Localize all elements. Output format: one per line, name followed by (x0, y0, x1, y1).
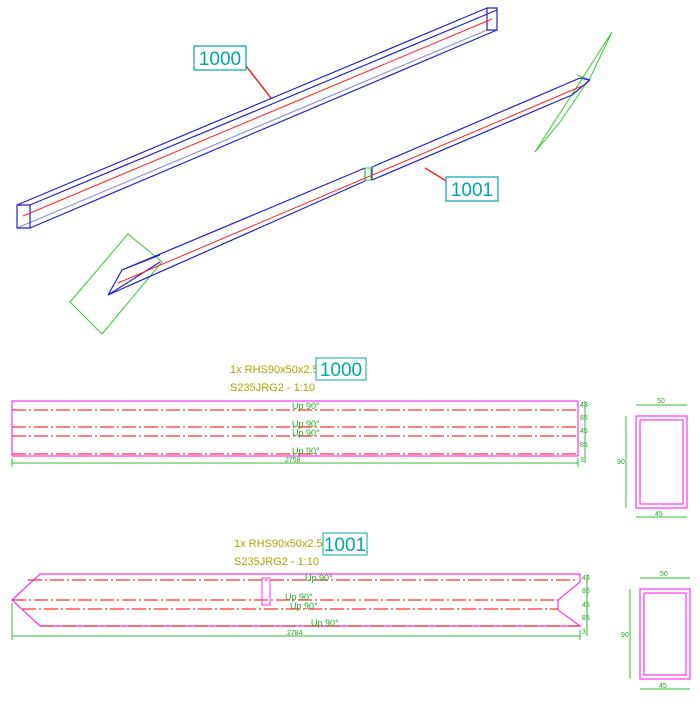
section-1001-dims (629, 577, 690, 690)
section-1000-dims (625, 404, 687, 518)
section-inner: 45 (659, 683, 667, 690)
part-1001-mark: 1001 (324, 535, 366, 556)
line-label: Up 90° (285, 592, 313, 602)
mark-1000-label[interactable]: 1000 (193, 45, 247, 71)
side-dim: 45 (582, 602, 590, 609)
section-height: 90 (617, 459, 625, 466)
side-dim: 85 (582, 615, 590, 622)
line-label: Up 90° (290, 601, 318, 611)
mark-1000-text: 1000 (199, 49, 241, 70)
beam-1001-leader (424, 167, 449, 183)
part-1001-lines (12, 579, 580, 627)
line-label: Up 90° (305, 573, 333, 583)
part-1001-mark-box (322, 532, 368, 556)
part-1000-mark-box (315, 357, 367, 381)
part-1001-profile: 1x RHS90x50x2.5 (234, 538, 323, 550)
line-label: Up 90° (311, 618, 339, 628)
mark-1001-label[interactable]: 1001 (445, 176, 499, 202)
part-1001-dims (11, 574, 588, 640)
line-label: Up 90° (292, 401, 320, 411)
part-1000-section (635, 415, 688, 509)
part-1000-lines (12, 409, 578, 455)
part-1000-mark: 1000 (320, 360, 362, 381)
side-dim: 43 (582, 575, 590, 582)
side-dim: 85 (582, 588, 590, 595)
length-dim: 2784 (287, 630, 303, 637)
side-dim: 3 (580, 457, 584, 464)
side-dim: 85 (580, 415, 588, 422)
beam-1000-3d[interactable] (16, 7, 498, 229)
part-1000-dims (11, 401, 586, 467)
part-1000-outline[interactable] (11, 400, 579, 457)
side-dim: 3 (582, 629, 586, 636)
side-dim: 45 (580, 428, 588, 435)
section-width: 50 (657, 398, 665, 405)
mark-1001-text: 1001 (451, 180, 493, 201)
length-dim: 2758 (285, 457, 301, 464)
part-1001-section (639, 588, 691, 680)
line-label: Up 90° (292, 446, 320, 456)
end-plane-near (69, 233, 163, 335)
beam-1000-leader (245, 65, 272, 99)
beam-1001-3d[interactable] (107, 77, 591, 296)
part-1001-hole (261, 577, 271, 606)
section-width: 50 (660, 571, 668, 578)
line-label: Up 90° (292, 419, 320, 429)
beam-1000-axis (22, 18, 493, 217)
line-label: Up 90° (292, 428, 320, 438)
side-dim: 85 (580, 442, 588, 449)
section-height: 90 (621, 632, 629, 639)
part-1000-material: S235JRG2 - 1:10 (230, 382, 315, 394)
section-inner: 45 (655, 511, 663, 518)
side-dim: 43 (580, 402, 588, 409)
beam-1001-axis (117, 85, 583, 284)
splice-marker (364, 167, 372, 181)
part-1000-profile: 1x RHS90x50x2.5 (230, 364, 319, 376)
part-1001-material: S235JRG2 - 1:10 (234, 556, 319, 568)
